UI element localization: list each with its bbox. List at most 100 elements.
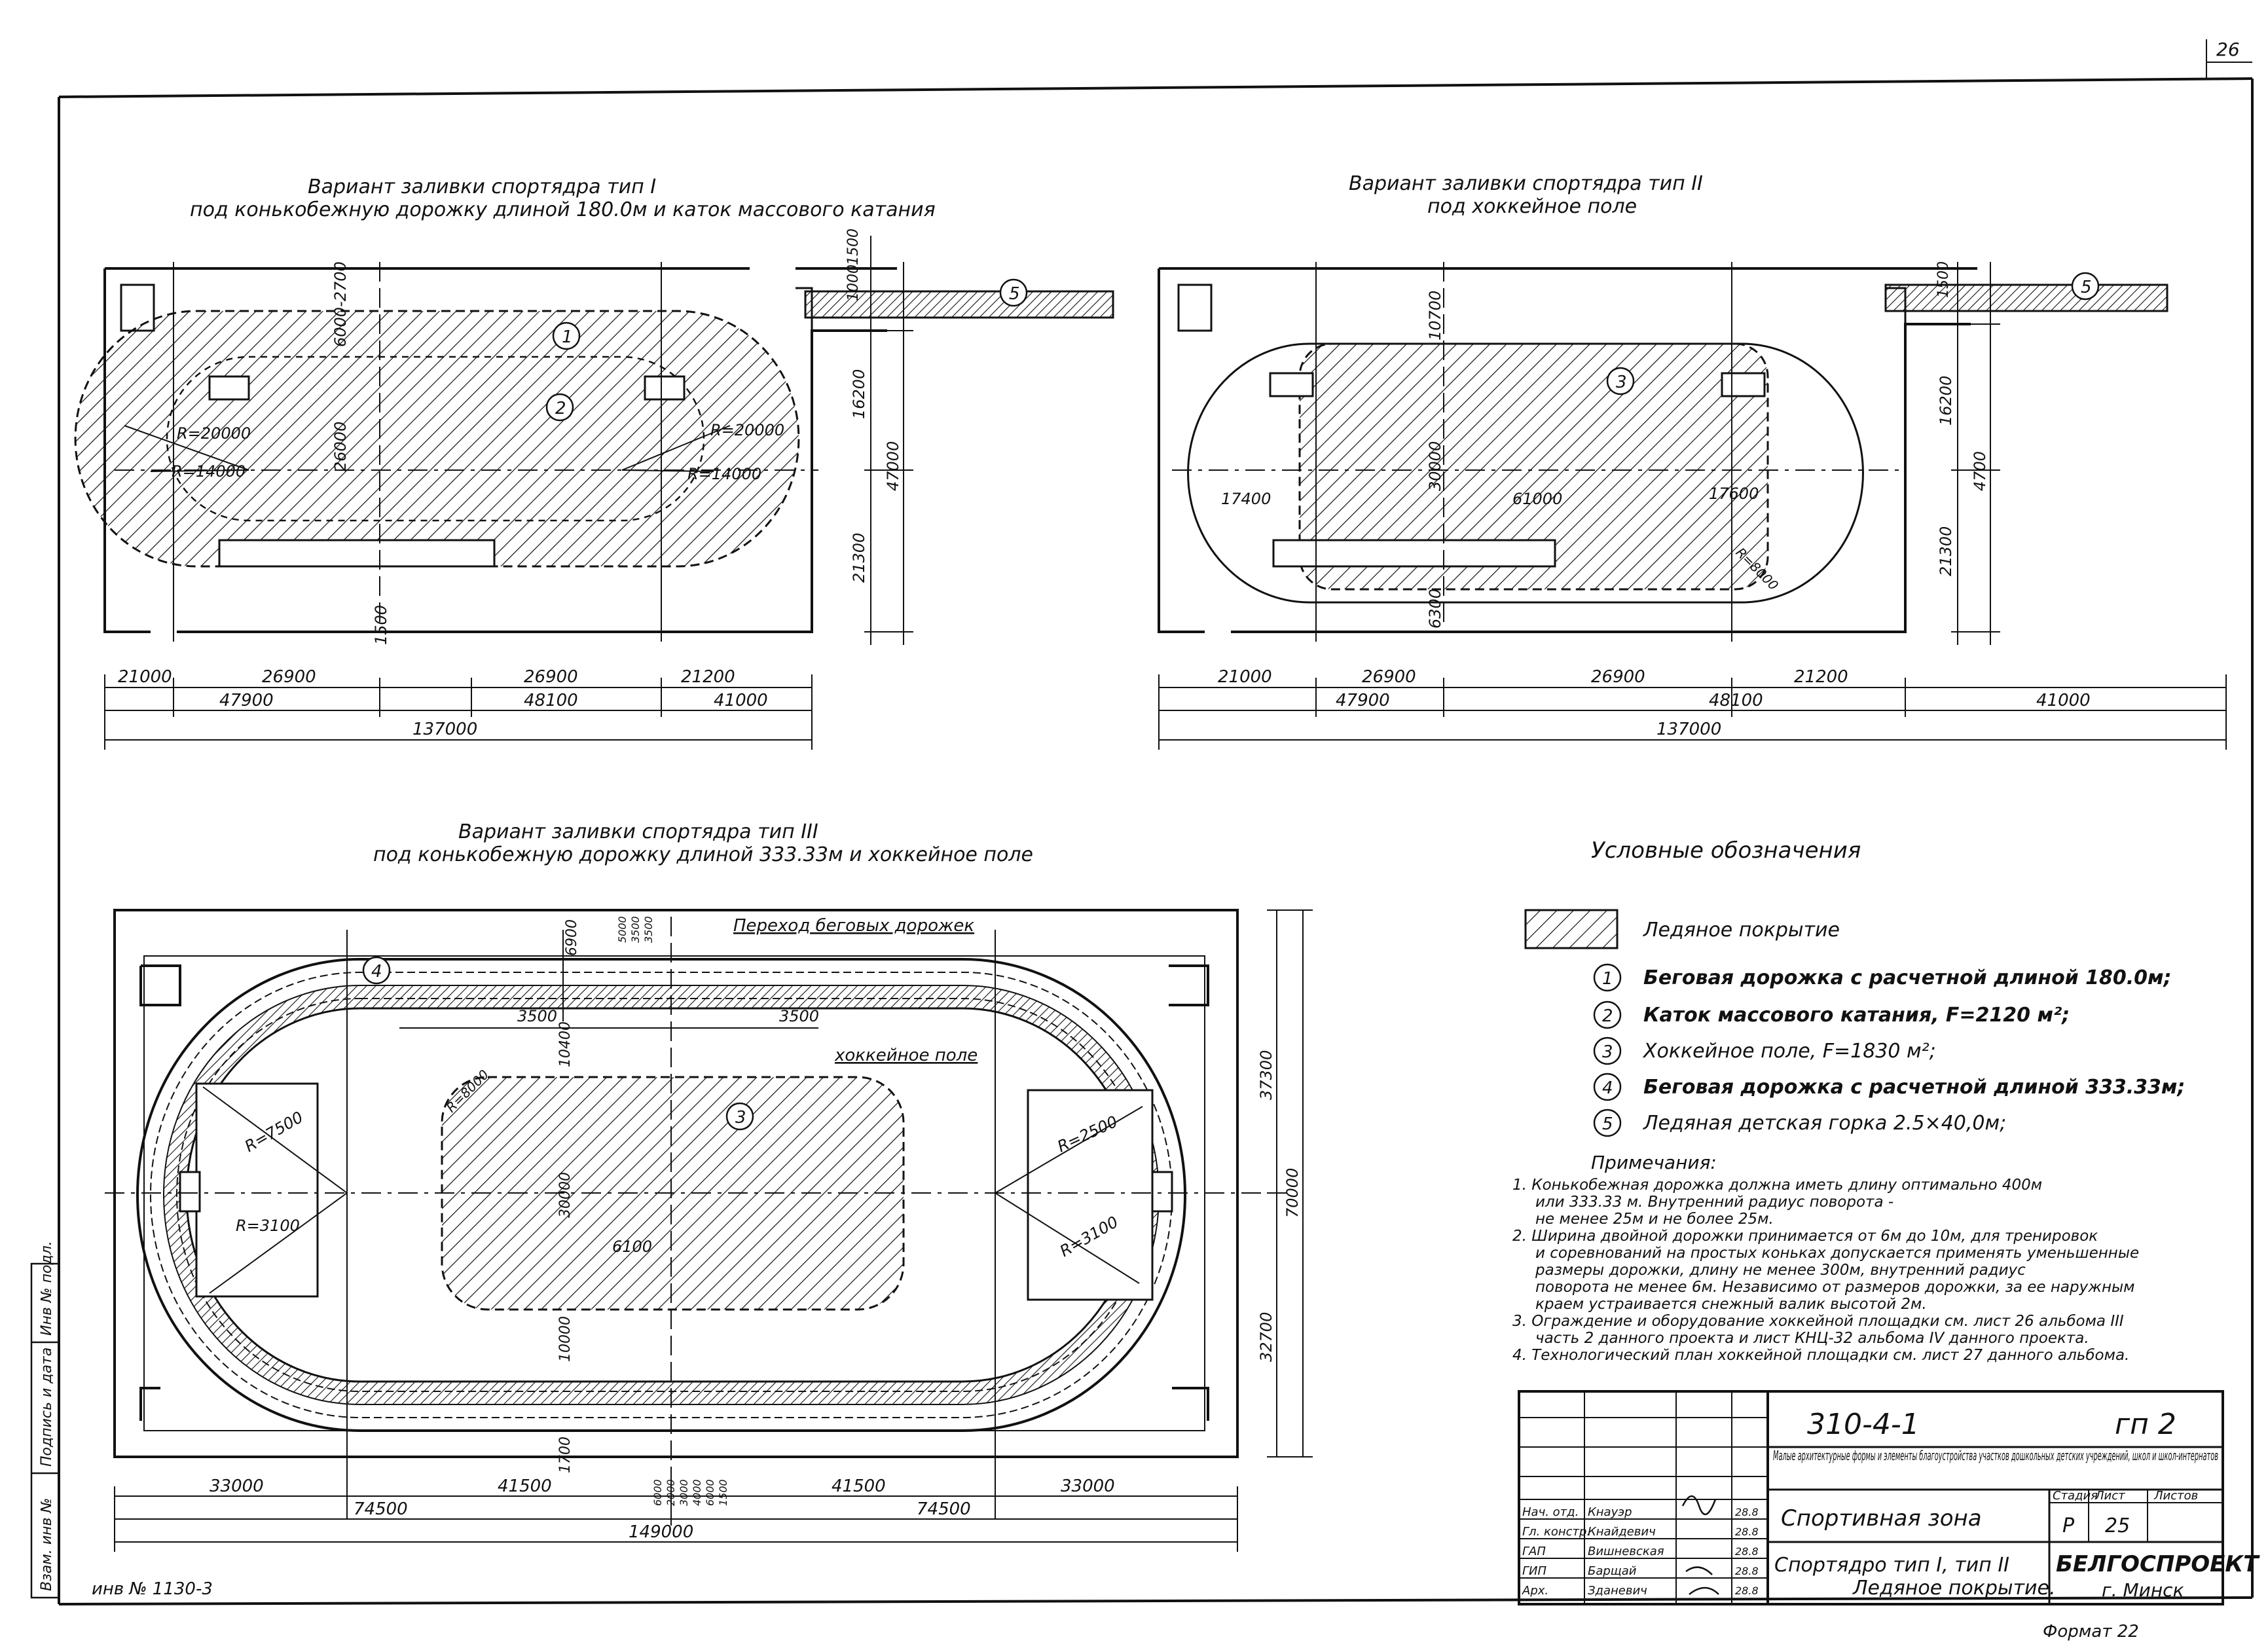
plan1-vdim-5: 21300 <box>850 533 868 583</box>
plan1-inner-rink <box>166 356 705 522</box>
plan2-title-2: под хоккейное поле <box>1427 195 1637 218</box>
plan3-dim-e: 74500 <box>354 1499 408 1519</box>
plan3-dim-total: 149000 <box>629 1522 693 1542</box>
stamp-sheet-code: гп 2 <box>2115 1408 2176 1441</box>
legend-num-3: 3 <box>1602 1042 1613 1062</box>
plan3-vdim-3: 10000 <box>557 1316 574 1362</box>
plan3-lane-top-2: 3500 <box>629 916 642 943</box>
plan2-vdim-3: 4700 <box>1971 451 1989 491</box>
plan2-dim-f: 48100 <box>1709 691 1763 710</box>
plan1-marker-2: 2 <box>555 399 566 418</box>
plan1-goal-left <box>208 375 250 401</box>
plan2-dim-b: 26900 <box>1362 667 1416 687</box>
plan2-ice-slide <box>1884 284 2168 312</box>
plan3-vdim-2: 30000 <box>557 1172 574 1218</box>
legend-item-5: Ледяная детская горка 2.5×40,0м; <box>1643 1112 2006 1135</box>
plan3-vdim-top: 6900 <box>564 919 580 956</box>
plan2-vdim-2: 16200 <box>1937 376 1955 426</box>
plan2-dim-g: 41000 <box>2036 691 2091 710</box>
plan1-dim-c: 26900 <box>524 667 578 687</box>
plan2-title-1: Вариант заливки спортядра тип II <box>1349 172 1703 195</box>
legend-num-4: 4 <box>1602 1078 1613 1098</box>
plan3-vdim-1: 10400 <box>557 1021 574 1067</box>
stamp-org-2: г. Минск <box>2102 1579 2184 1601</box>
plan2-vtop-dim: 10700 <box>1426 291 1444 340</box>
plan3-pitch-left <box>195 1082 319 1298</box>
notes-line-8: краем устраивается снежный валик высотой… <box>1535 1296 1927 1313</box>
format-label: Формат 22 <box>2043 1622 2139 1641</box>
stamp-role-3: ГАП <box>1522 1545 1546 1558</box>
legend-num-5: 5 <box>1602 1114 1613 1134</box>
notes-line-9: 3. Ограждение и оборудование хоккейной п… <box>1512 1313 2124 1330</box>
stamp-name-3: Вишневская <box>1588 1545 1664 1558</box>
inventory-number: инв № 1130-3 <box>92 1579 213 1599</box>
plan3-field-annotation: хоккейное поле <box>834 1046 978 1065</box>
notes-line-3: не менее 25м и не более 25м. <box>1535 1211 1774 1228</box>
stamp-name-4: Барщай <box>1588 1564 1637 1578</box>
plan3-r-bl: R=3100 <box>236 1217 300 1235</box>
plan1-radius-2: R=14000 <box>172 462 246 481</box>
plan2-dim-e: 47900 <box>1336 691 1390 710</box>
legend-num-1: 1 <box>1602 969 1613 989</box>
plan3-right-dims <box>1267 909 1313 1458</box>
sheet-frame <box>58 39 2254 1605</box>
plan1-title-1: Вариант заливки спортядра тип I <box>308 175 656 198</box>
title-block <box>1518 1390 2224 1605</box>
stamp-role-1: Нач. отд. <box>1522 1505 1579 1519</box>
plan3-dim-3500a: 3500 <box>517 1007 557 1025</box>
plan2-axes <box>1172 262 1905 642</box>
plan2-bottom-dim: 6300 <box>1426 589 1444 629</box>
plan1-vdim-3: 16200 <box>850 369 868 419</box>
stamp-h-stage: Стадия <box>2053 1489 2098 1503</box>
stamp-role-5: Арх. <box>1522 1584 1548 1598</box>
plan3-rdim-2: 70000 <box>1283 1168 1302 1218</box>
plan3-goal-right <box>1151 1171 1173 1213</box>
plan3-track-outer <box>136 958 1186 1432</box>
plan1-title-2: под конькобежную дорожку длиной 180.0м и… <box>190 198 936 221</box>
plan3-marker-4: 4 <box>371 962 382 981</box>
notes-line-11: 4. Технологический план хоккейной площад… <box>1512 1347 2129 1364</box>
corner-number: 26 <box>2216 39 2240 60</box>
plan2-hockey-field <box>1298 342 1769 591</box>
plan3-dim-f: 74500 <box>917 1499 971 1519</box>
legend-num-2: 2 <box>1602 1006 1613 1026</box>
plan1-marker-5: 5 <box>1009 284 1020 304</box>
notes-title: Примечания: <box>1591 1152 1717 1173</box>
stamp-role-2: Гл. констр. <box>1522 1525 1590 1539</box>
plan3-boundary <box>113 909 1239 1458</box>
plan3-lane-bot-5: 6000 <box>704 1479 716 1506</box>
side-stamp-3: Взам. инв № <box>39 1498 55 1591</box>
plan3-lane-bot-6: 1500 <box>717 1479 729 1506</box>
legend-item-1: Беговая дорожка с расчетной длиной 180.0… <box>1643 966 2172 989</box>
plan2-hdims <box>1158 674 2227 750</box>
stamp-code: 310-4-1 <box>1807 1408 1920 1441</box>
plan2-marker-5: 5 <box>2081 278 2092 297</box>
plan3-dim-a: 33000 <box>210 1476 264 1496</box>
stamp-org-1: БЕЛГОСПРОЕКТ <box>2056 1551 2260 1577</box>
plan2-goal-left <box>1269 372 1314 397</box>
stamp-v-sheet: 25 <box>2105 1514 2130 1537</box>
plan2-vdim-4: 21300 <box>1937 526 1955 576</box>
plan1-radius-3: R=20000 <box>710 421 784 439</box>
plan3-lanes-annotation: Переход беговых дорожек <box>733 916 974 936</box>
plan1-radius-1: R=20000 <box>177 424 251 443</box>
stamp-name-5: Зданевич <box>1588 1584 1647 1598</box>
notes-line-10: часть 2 данного проекта и лист КНЦ-32 ал… <box>1535 1330 2089 1347</box>
plan2-vdims <box>1951 262 2000 645</box>
plan2-track-outline <box>1187 342 1864 604</box>
plan1-vdim-2: 1500 <box>845 229 862 265</box>
plan3-dim-b: 41500 <box>498 1476 552 1496</box>
plan1-dim-e: 47900 <box>219 691 274 710</box>
plan3-pitch-right <box>1027 1089 1154 1301</box>
stamp-v-stage: Р <box>2062 1514 2075 1537</box>
plan2-boundary <box>1158 267 1977 633</box>
plan1-ice-track <box>74 310 800 568</box>
plan2-dim-c: 26900 <box>1591 667 1645 687</box>
plan3-rdim-3: 32700 <box>1257 1312 1275 1362</box>
stamp-h-sheet: Лист <box>2094 1489 2125 1503</box>
stamp-date-5: 28.8 <box>1735 1585 1759 1597</box>
notes-line-1: 1. Конькобежная дорожка должна иметь дли… <box>1512 1177 2042 1194</box>
signature-mark <box>1681 1495 1719 1595</box>
plan1-dim-f: 48100 <box>524 691 578 710</box>
notes-line-5: и соревнований на простых коньках допуск… <box>1535 1245 2139 1262</box>
